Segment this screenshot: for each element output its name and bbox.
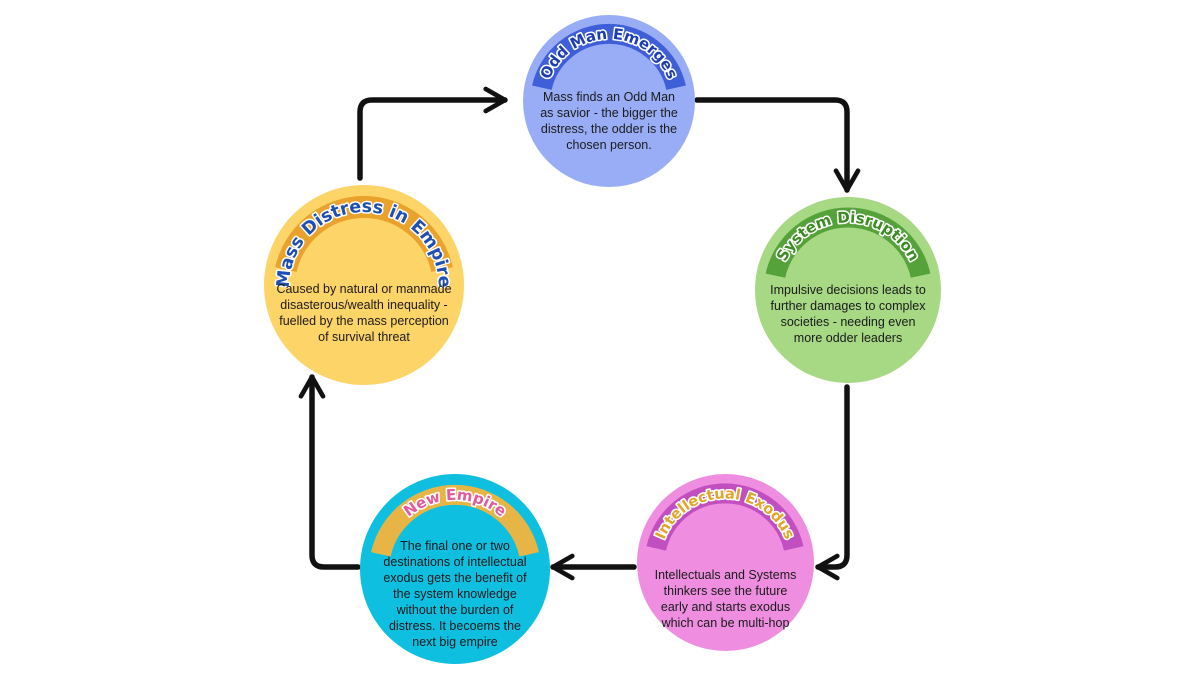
node-mass-distress-in-empire: Mass Distress in Empire Caused by natura… [264, 185, 464, 385]
node-title: New Empire [399, 484, 512, 522]
node-description: Caused by natural or manmade disasterous… [276, 282, 452, 344]
node-title-arc: Intellectual Exodus [646, 483, 804, 551]
svg-text:System Disruption: System Disruption [773, 208, 923, 264]
arrow-distress-to-oddman [357, 86, 508, 181]
node-new-empire: New Empire The final one or two destinat… [360, 474, 550, 664]
node-description: Mass finds an Odd Man as savior - the bi… [540, 90, 678, 152]
arrow-oddman-to-disruption [694, 97, 861, 193]
node-description: Intellectuals and Systems thinkers see t… [654, 568, 797, 630]
svg-text:New Empire: New Empire [400, 486, 510, 521]
node-intellectual-exodus: Intellectual Exodus Intellectuals and Sy… [637, 474, 814, 651]
node-title-arc: Mass Distress in Empire [272, 195, 456, 289]
node-title-arc: System Disruption [765, 207, 931, 279]
svg-text:Mass Distress in Empire: Mass Distress in Empire [274, 197, 455, 288]
node-system-disruption: System Disruption Impulsive decisions le… [755, 197, 941, 383]
arrow-newempire-to-distress [298, 374, 361, 570]
node-title: System Disruption [771, 207, 924, 266]
node-title: Odd Man Emerges [535, 23, 683, 83]
arrow-group [298, 86, 861, 581]
node-odd-man-emerges: Odd Man Emerges Mass finds an Odd Man as… [523, 15, 695, 187]
node-description: Impulsive decisions leads to further dam… [770, 283, 926, 345]
node-description: The final one or two destinations of int… [383, 539, 527, 649]
node-title: Mass Distress in Empire [272, 195, 456, 289]
node-title-arc: Odd Man Emerges [532, 23, 686, 91]
node-title-arc: New Empire [371, 484, 539, 557]
svg-text:Odd Man Emerges: Odd Man Emerges [537, 25, 682, 82]
arrow-disruption-to-exodus [815, 384, 850, 581]
